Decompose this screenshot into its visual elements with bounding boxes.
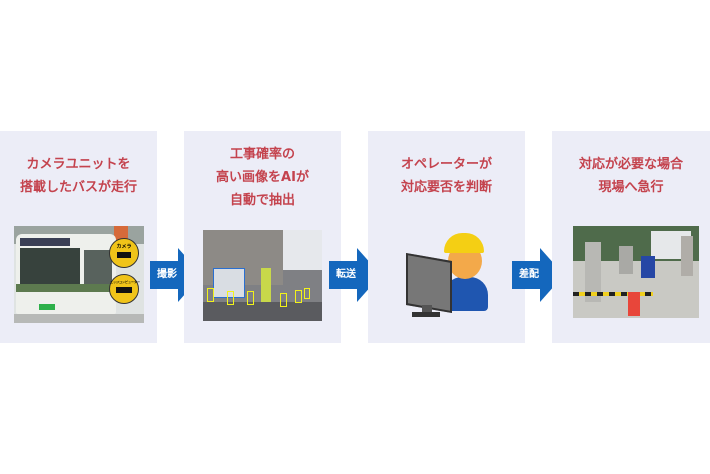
arrow-label: 差配	[519, 269, 539, 280]
camera-icon	[117, 252, 131, 258]
arrow-label: 撮影	[157, 269, 177, 280]
step-title: カメラユニットを 搭載したバスが走行	[0, 153, 157, 199]
badge-label: カメラ	[116, 244, 132, 250]
field-worksite-photo	[573, 226, 699, 318]
title-line: 対応が必要な場合	[578, 157, 683, 172]
step-title: 工事確率の 高い画像をAIが 自動で抽出	[184, 143, 341, 212]
title-line: 高い画像をAIが	[216, 170, 309, 185]
title-line: 対応要否を判断	[400, 180, 492, 195]
computer-box-icon	[116, 287, 132, 293]
hard-hat-icon	[444, 233, 484, 253]
bus-photo: カメラ エッジコンピューター	[14, 226, 144, 323]
edge-computer-badge: エッジコンピューター	[109, 274, 141, 304]
step-title: オペレーターが 対応要否を判断	[368, 153, 525, 199]
operator-illustration	[404, 229, 494, 321]
step-panel-bus: カメラユニットを 搭載したバスが走行 カメラ エッジコンピューター	[0, 131, 157, 343]
camera-badge: カメラ	[109, 238, 139, 268]
title-line: 自動で抽出	[229, 193, 295, 208]
ai-detection-photo	[203, 230, 322, 321]
arrow-label: 転送	[336, 269, 356, 280]
title-line: オペレーターが	[400, 157, 492, 172]
step-panel-ai: 工事確率の 高い画像をAIが 自動で抽出	[184, 131, 341, 343]
title-line: カメラユニットを	[26, 157, 131, 172]
title-line: 工事確率の	[229, 147, 295, 162]
title-line: 搭載したバスが走行	[19, 180, 137, 195]
title-line: 現場へ急行	[598, 180, 664, 195]
step-title: 対応が必要な場合 現場へ急行	[552, 153, 710, 199]
step-panel-operator: オペレーターが 対応要否を判断	[368, 131, 525, 343]
step-panel-field: 対応が必要な場合 現場へ急行	[552, 131, 710, 343]
badge-label: エッジコンピューター	[110, 280, 141, 284]
